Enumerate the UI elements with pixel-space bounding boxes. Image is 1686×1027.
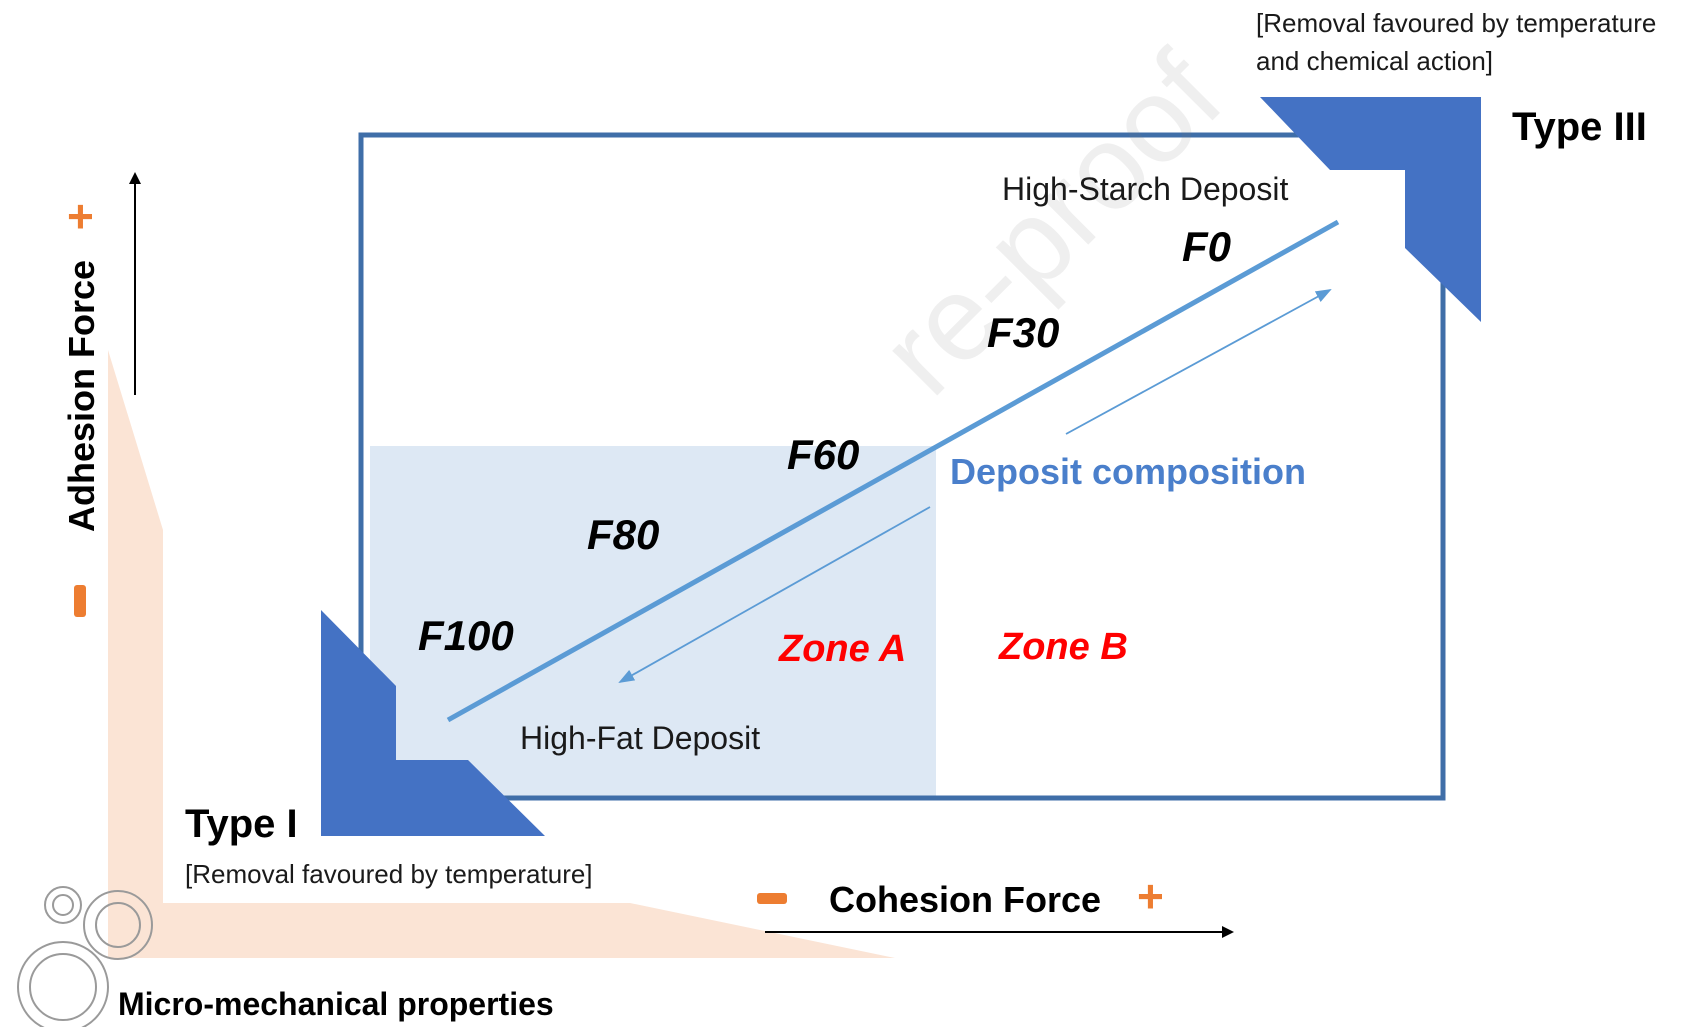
deposit-composition-label: Deposit composition: [950, 451, 1307, 492]
micro-mechanical-label: Micro-mechanical properties: [118, 986, 554, 1022]
cohesion-plus-sign: +: [1137, 870, 1164, 922]
type-iii-note-line1: [Removal favoured by temperature: [1256, 8, 1657, 38]
gears-icon: [17, 886, 153, 1027]
composition-line: [446, 219, 1340, 723]
type-iii-title: Type III: [1512, 105, 1647, 149]
type-iii-corner: [1260, 97, 1481, 322]
fat-level-f60: F60: [787, 431, 860, 478]
high-starch-label: High-Starch Deposit: [1002, 171, 1289, 207]
cohesion-minus-bar: [757, 893, 787, 904]
type-i-corner: [321, 610, 545, 836]
fat-level-f30: F30: [987, 309, 1060, 356]
arrow-to-fat: [618, 506, 931, 683]
adhesion-axis-title: Adhesion Force: [61, 259, 102, 532]
zone-b-label: Zone B: [999, 626, 1128, 668]
zone-a-area: [370, 446, 936, 796]
adhesion-plus-sign: +: [67, 190, 94, 242]
zone-a-label: Zone A: [779, 628, 907, 670]
type-i-note: [Removal favoured by temperature]: [185, 859, 593, 889]
type-iii-note-line2: and chemical action]: [1256, 46, 1494, 76]
arrow-to-starch: [1065, 289, 1332, 435]
cohesion-axis-title: Cohesion Force: [829, 879, 1102, 920]
chart-frame: [358, 132, 1446, 801]
fat-level-f0: F0: [1182, 223, 1232, 270]
fat-level-f100: F100: [418, 612, 514, 659]
high-fat-label: High-Fat Deposit: [520, 720, 761, 756]
type-i-title: Type I: [185, 802, 298, 846]
adhesion-minus-bar: [74, 585, 86, 617]
fat-level-f80: F80: [587, 511, 660, 558]
